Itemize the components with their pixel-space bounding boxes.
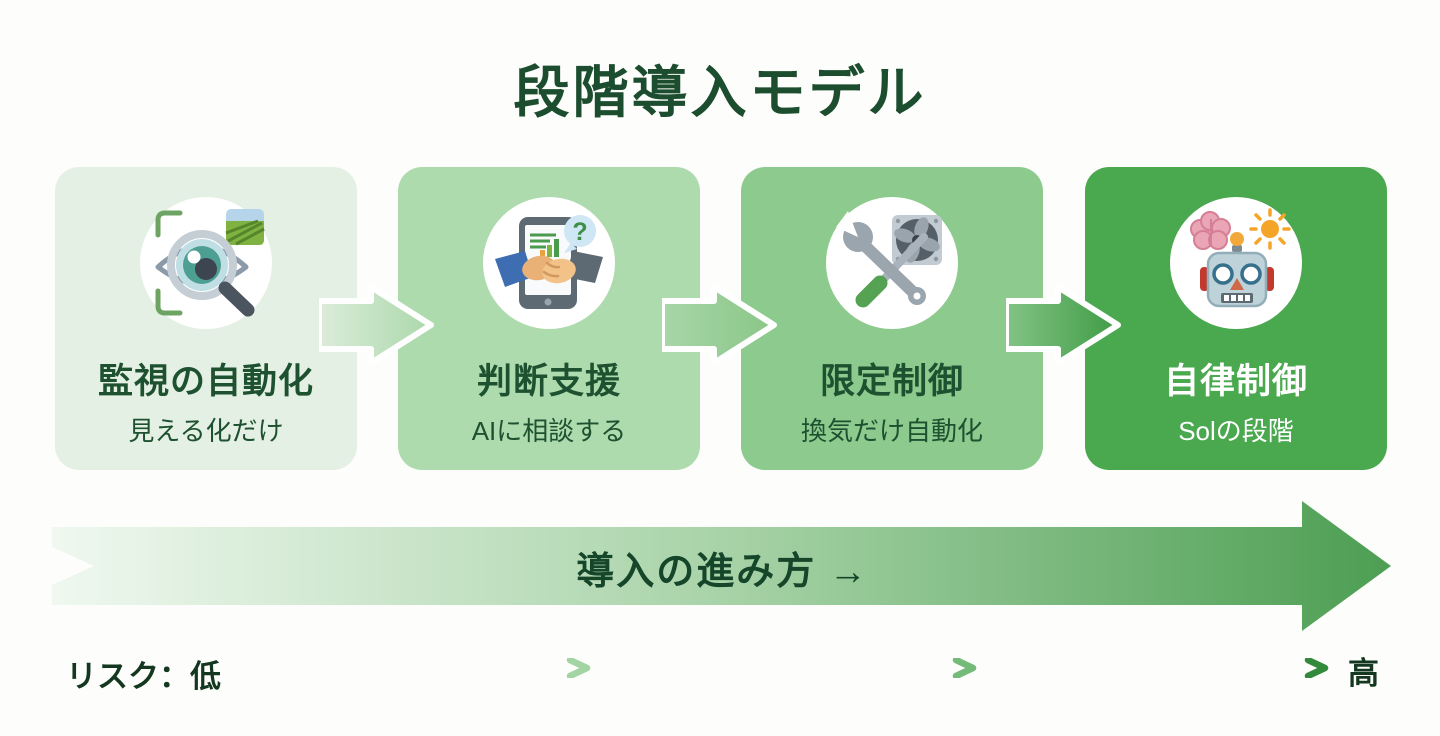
connector-arrow-3-icon <box>1006 284 1121 366</box>
stage-subtitle: AIに相談する <box>471 416 627 446</box>
risk-start-label: リスク：低 <box>66 659 221 694</box>
stage-subtitle: Solの段階 <box>1178 416 1294 446</box>
question-bubble-icon: ? <box>564 215 596 253</box>
stage-subtitle: 換気だけ自動化 <box>800 416 983 446</box>
stage-card-decision-support: ? 判断支援 AIに相談する <box>398 167 700 470</box>
robot-head-icon <box>1200 232 1274 308</box>
svg-text:?: ? <box>572 218 587 246</box>
wrench-fan-icon <box>836 211 942 308</box>
risk-arrow-low-icon <box>228 658 591 678</box>
icon-circle <box>1170 197 1302 329</box>
icon-circle: ? <box>483 197 615 329</box>
field-thumbnail-icon <box>225 209 265 246</box>
icon-circle <box>826 197 958 329</box>
sun-icon <box>1249 208 1291 250</box>
brain-icon <box>1190 211 1231 250</box>
chart-icon <box>530 233 559 257</box>
icon-circle <box>140 197 272 329</box>
stage-card-monitoring: 監視の自動化 見える化だけ <box>55 167 357 470</box>
risk-arrow-mid-icon <box>628 658 977 678</box>
connector-arrow-2-icon <box>662 284 777 366</box>
stage-title: 監視の自動化 <box>97 362 314 401</box>
tablet-handshake-icon: ? <box>495 215 603 309</box>
stage-subtitle: 見える化だけ <box>128 416 284 446</box>
risk-arrow-high-icon <box>1008 658 1329 678</box>
stage-card-limited-control: 限定制御 換気だけ自動化 <box>741 167 1043 470</box>
stage-title: 限定制御 <box>819 362 964 401</box>
robot-brain-sun-icon <box>1190 208 1291 308</box>
wrench-icon <box>836 211 926 305</box>
connector-arrow-1-icon <box>319 284 434 366</box>
stage-card-autonomous-control: 自律制御 Solの段階 <box>1085 167 1387 470</box>
progress-arrow-icon <box>52 501 1391 631</box>
risk-end-label: 高 <box>1348 656 1379 691</box>
eye-magnifier-icon <box>155 209 265 317</box>
stage-title: 自律制御 <box>1163 362 1308 401</box>
page-title: 段階導入モデル <box>513 61 927 124</box>
progress-arrow-label: 導入の進み方 → <box>576 550 869 593</box>
stage-title: 判断支援 <box>476 362 621 401</box>
